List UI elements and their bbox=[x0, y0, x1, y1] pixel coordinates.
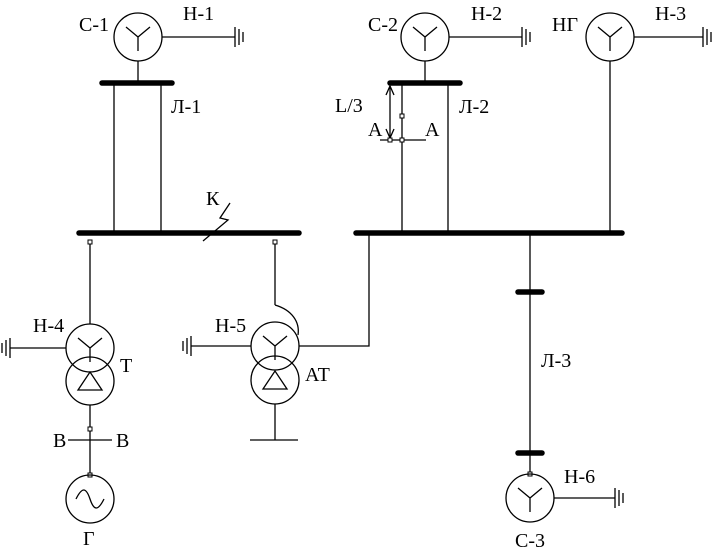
ground-icon bbox=[234, 27, 244, 47]
label-c1: С-1 bbox=[79, 14, 109, 36]
label-b-right: В bbox=[116, 430, 129, 452]
ground-icon bbox=[702, 27, 712, 47]
label-h3: Н-3 bbox=[655, 3, 686, 25]
label-l-over-3: L/3 bbox=[335, 95, 363, 117]
label-l2: Л-2 bbox=[459, 96, 489, 118]
label-g: Г bbox=[83, 528, 95, 550]
line-l2 bbox=[401, 83, 449, 233]
fault-k-icon bbox=[202, 202, 231, 242]
label-ng: НГ bbox=[552, 14, 578, 36]
ground-icon bbox=[521, 27, 531, 47]
source-c3 bbox=[505, 473, 624, 523]
label-h4: Н-4 bbox=[33, 315, 64, 337]
label-l3: Л-3 bbox=[541, 350, 571, 372]
generator-g bbox=[65, 474, 115, 524]
autotransformer-at bbox=[182, 233, 370, 441]
label-at: АТ bbox=[305, 364, 330, 386]
label-t: Т bbox=[120, 355, 132, 377]
label-a-left: А bbox=[368, 119, 383, 141]
dimension-l-over-3 bbox=[380, 84, 426, 143]
label-c2: С-2 bbox=[368, 14, 398, 36]
line-l1 bbox=[113, 83, 162, 233]
transformer-t bbox=[1, 244, 115, 478]
ground-icon bbox=[614, 488, 624, 508]
label-l1: Л-1 bbox=[171, 96, 201, 118]
source-c2 bbox=[400, 12, 531, 83]
breaker-icon bbox=[272, 239, 278, 245]
label-a-right: А bbox=[425, 119, 440, 141]
ground-icon bbox=[182, 336, 192, 356]
source-c1 bbox=[113, 12, 244, 83]
source-ng bbox=[585, 12, 712, 233]
breaker-icon bbox=[87, 239, 93, 245]
label-h5: Н-5 bbox=[215, 315, 246, 337]
label-h1: Н-1 bbox=[183, 3, 214, 25]
label-c3: С-3 bbox=[515, 530, 545, 552]
ground-icon bbox=[1, 338, 11, 358]
label-b-left: В bbox=[53, 430, 66, 452]
label-h2: Н-2 bbox=[471, 3, 502, 25]
label-k: К bbox=[206, 188, 220, 210]
label-h6: Н-6 bbox=[564, 466, 595, 488]
